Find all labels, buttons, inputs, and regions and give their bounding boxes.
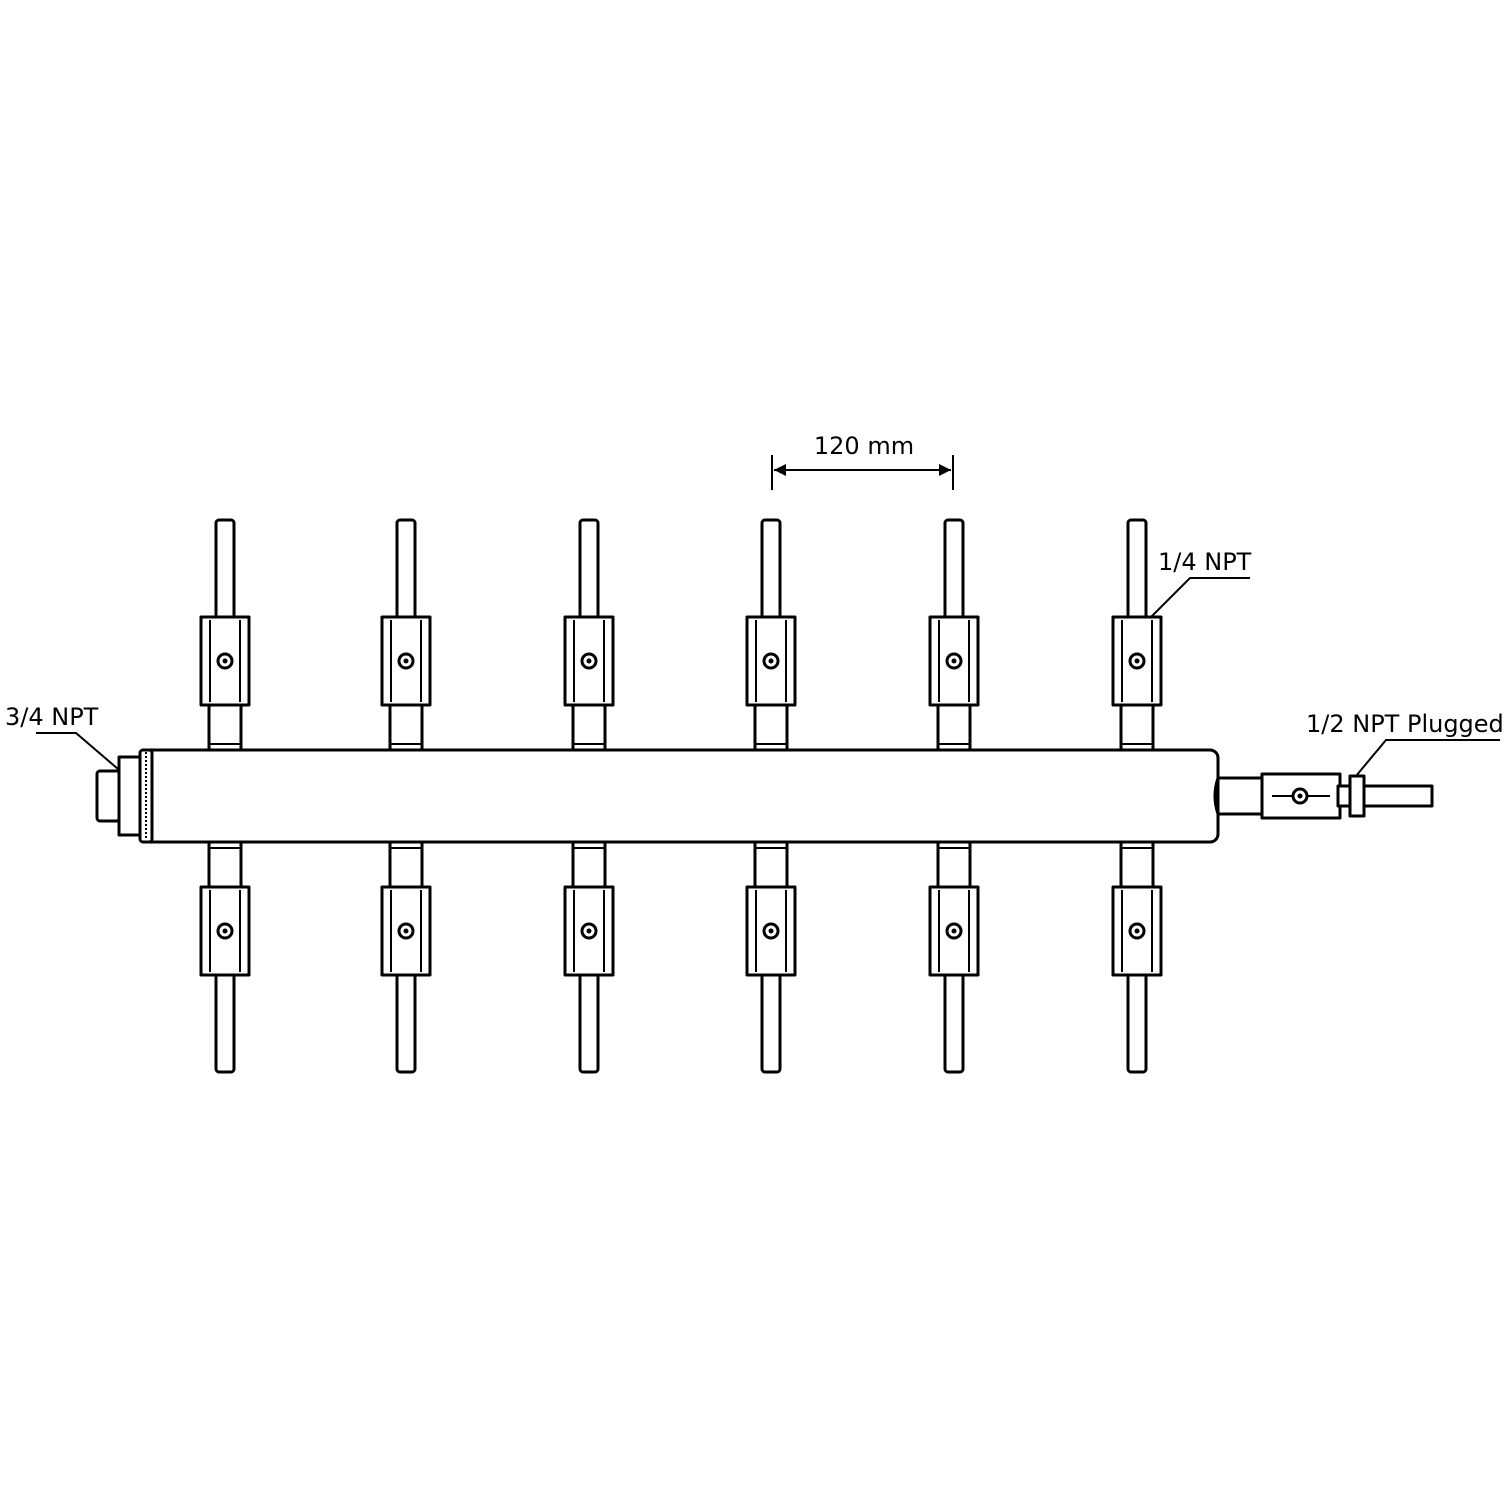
plugged-end-fitting: [1213, 772, 1434, 820]
bottom-valve-4: [745, 840, 797, 1074]
dimension-label: 120 mm: [814, 432, 914, 460]
top-valve-1: [199, 518, 251, 752]
inlet-fitting: [95, 748, 154, 844]
top-valve-row: [199, 518, 1163, 752]
manifold-body: [138, 748, 1220, 844]
outlet-callout: 1/4 NPT: [1149, 548, 1252, 619]
dimension-annotation: 120 mm: [771, 432, 954, 490]
top-valve-5: [928, 518, 980, 752]
outlet-label: 1/4 NPT: [1158, 548, 1252, 576]
end-label: 1/2 NPT Plugged: [1306, 710, 1504, 738]
bottom-valve-3: [563, 840, 615, 1074]
end-callout: 1/2 NPT Plugged: [1306, 710, 1504, 777]
top-valve-2: [380, 518, 432, 752]
top-valve-3: [563, 518, 615, 752]
top-valve-6: [1111, 518, 1163, 752]
top-valve-4: [745, 518, 797, 752]
bottom-valve-1: [199, 840, 251, 1074]
bottom-valve-6: [1111, 840, 1163, 1074]
inlet-label: 3/4 NPT: [5, 703, 99, 731]
bottom-valve-row: [199, 840, 1163, 1074]
inlet-callout: 3/4 NPT: [5, 703, 119, 770]
bottom-valve-2: [380, 840, 432, 1074]
bottom-valve-5: [928, 840, 980, 1074]
